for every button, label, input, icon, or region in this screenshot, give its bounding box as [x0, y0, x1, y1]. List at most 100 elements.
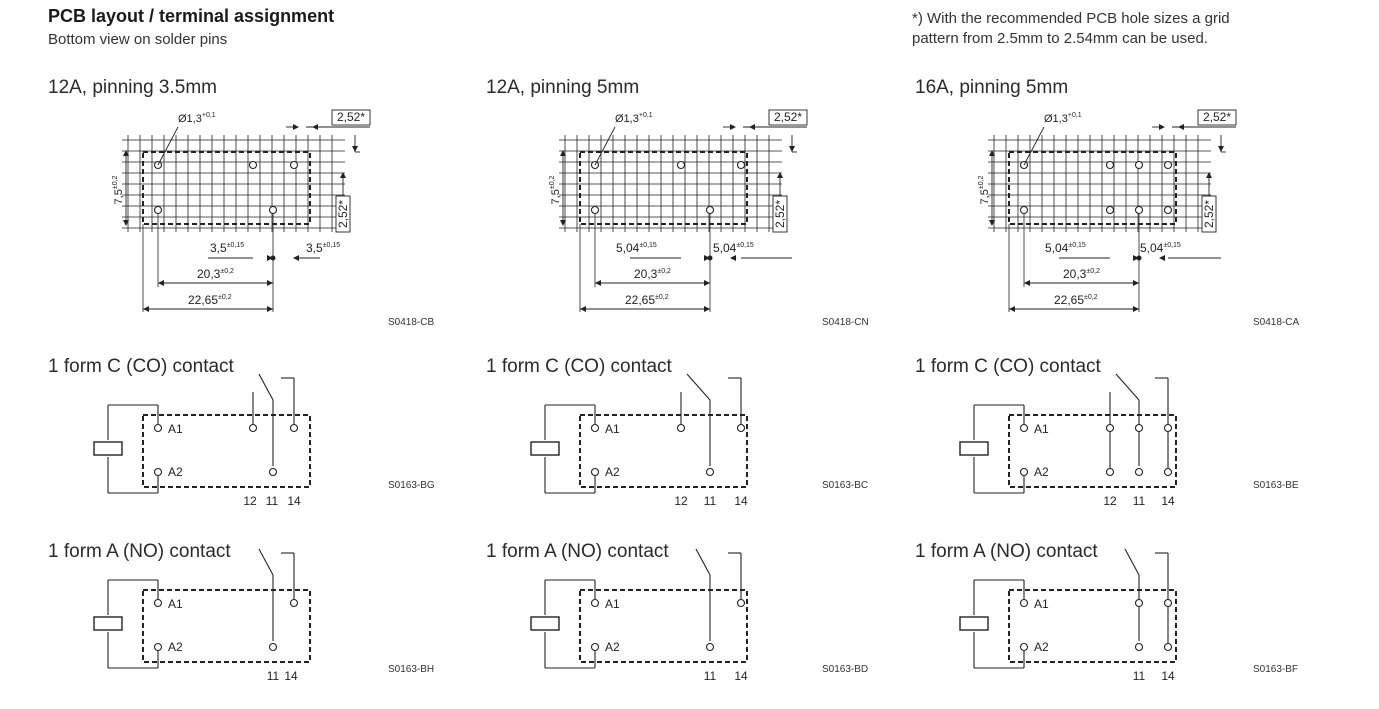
arrow-head: [1009, 306, 1015, 312]
pin-label-11: 11: [704, 494, 717, 508]
coil-a2-label: A2: [168, 640, 183, 654]
solder-pin-hole: [289, 160, 299, 170]
coil-a1-label: A1: [1034, 597, 1049, 611]
terminal-14: [736, 423, 746, 433]
pin-label-11: 11: [267, 669, 280, 683]
pin-label-14: 14: [1161, 494, 1175, 508]
dimension-dot: [1136, 255, 1142, 261]
co-panel-title-3: 1 form C (CO) contact: [915, 356, 1101, 377]
arrow-head: [293, 124, 299, 130]
terminal-a1: [590, 423, 600, 433]
grid-dim-top-label: 2,52*: [1203, 110, 1231, 124]
relay-housing: [579, 414, 748, 488]
terminal-11: [1134, 642, 1144, 652]
terminal-14: [289, 598, 299, 608]
arrow-head: [730, 124, 736, 130]
arrow-head: [560, 220, 566, 226]
terminal-11: [1134, 467, 1144, 477]
arrow-head: [789, 146, 795, 152]
arrow-head: [1133, 280, 1139, 286]
terminal-12: [248, 423, 258, 433]
solder-pin-hole: [590, 205, 600, 215]
solder-pin-hole: [1105, 160, 1115, 170]
dim-mid-label: 20,3±0,2: [1063, 267, 1100, 281]
terminal-a2: [590, 467, 600, 477]
coil-a2-label: A2: [1034, 465, 1049, 479]
grid-dim-top-label: 2,52*: [337, 110, 365, 124]
arrow-head: [1133, 306, 1139, 312]
pin-label-12: 12: [674, 494, 688, 508]
pcb-code-1: S0418-CB: [388, 317, 435, 328]
dim-total-label: 22,65±0,2: [1054, 293, 1098, 307]
solder-pin-hole: [248, 160, 258, 170]
terminal-a2: [590, 642, 600, 652]
arrow-head: [560, 150, 566, 156]
coil-symbol: [530, 616, 560, 631]
arrow-head: [1024, 280, 1030, 286]
solder-pin-hole: [1105, 205, 1115, 215]
pin-label-12: 12: [1103, 494, 1117, 508]
grid-dim-box: [768, 109, 808, 126]
coil-a1-label: A1: [605, 422, 620, 436]
terminal-14: [1163, 598, 1173, 608]
dim-mid-label: 20,3±0,2: [197, 267, 234, 281]
terminal-a1: [153, 423, 163, 433]
dim-total-label: 22,65±0,2: [188, 293, 232, 307]
dimension-dot: [270, 255, 276, 261]
coil-symbol: [93, 441, 123, 456]
arrow-head: [580, 306, 586, 312]
pin-label-11: 11: [266, 494, 279, 508]
pcb-panel-title-1: 12A, pinning 3.5mm: [48, 77, 217, 98]
arrow-head: [1178, 124, 1184, 130]
coil-symbol: [93, 616, 123, 631]
footnote-line-2: pattern from 2.5mm to 2.54mm can be used…: [912, 30, 1208, 47]
terminal-12b: [1105, 467, 1115, 477]
terminal-12: [676, 423, 686, 433]
grid-dim-top-label: 2,52*: [774, 110, 802, 124]
terminal-14: [736, 598, 746, 608]
dim-total-label: 22,65±0,2: [625, 293, 669, 307]
terminal-11: [705, 642, 715, 652]
coil-a2-label: A2: [605, 640, 620, 654]
terminal-14: [289, 423, 299, 433]
page-subtitle: Bottom view on solder pins: [48, 31, 228, 48]
terminal-12: [1105, 423, 1115, 433]
arrow-head: [312, 124, 318, 130]
coil-a1-label: A1: [168, 597, 183, 611]
no-code-1: S0163-BH: [388, 664, 435, 675]
relay-outline: [1008, 151, 1177, 225]
pitch-right-label: 5,04±0,15: [713, 241, 754, 255]
solder-pin-hole: [153, 205, 163, 215]
solder-pin-hole: [1134, 160, 1144, 170]
terminal-a2: [153, 642, 163, 652]
pcb-code-3: S0418-CA: [1253, 317, 1300, 328]
arrow-head: [704, 255, 710, 261]
hole-diameter-label: Ø1,3+0,1: [178, 112, 216, 125]
pitch-right-label: 3,5±0,15: [306, 241, 340, 255]
switch-blade: [686, 373, 711, 401]
dimension-dot: [707, 255, 713, 261]
grid-dim-side-label: 2,52*: [1202, 200, 1216, 228]
relay-outline: [142, 151, 311, 225]
arrow-head: [989, 220, 995, 226]
terminal-a2: [1019, 467, 1029, 477]
arrow-head: [730, 255, 736, 261]
terminal-a2: [1019, 642, 1029, 652]
switch-blade: [695, 548, 711, 576]
co-code-2: S0163-BC: [822, 480, 869, 491]
arrow-head: [340, 172, 346, 178]
coil-a2-label: A2: [168, 465, 183, 479]
terminal-11: [268, 642, 278, 652]
terminal-14b: [1163, 642, 1173, 652]
terminal-11: [268, 467, 278, 477]
arrow-head: [1133, 255, 1139, 261]
pin-label-14: 14: [734, 669, 748, 683]
